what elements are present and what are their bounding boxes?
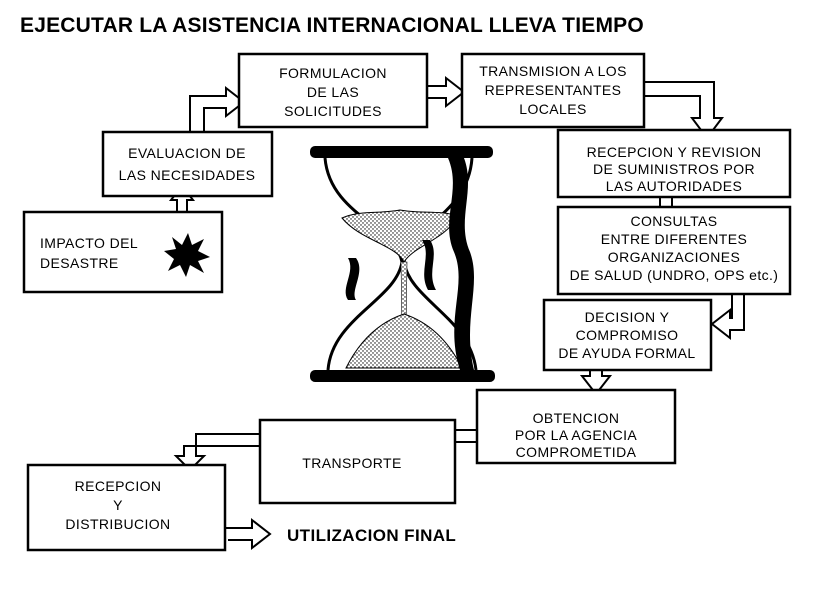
box-text-line: COMPROMISO: [576, 327, 679, 343]
box-text-line: TRANSPORTE: [302, 455, 401, 471]
box-text-line: DE SALUD (UNDRO, OPS etc.): [570, 267, 779, 283]
box-text-line: OBTENCION: [533, 410, 620, 426]
explosion-burst-icon: [164, 233, 210, 277]
box-decision-compromiso: [542, 298, 713, 372]
box-text-line: DE AYUDA FORMAL: [558, 345, 695, 361]
box-text-line: REPRESENTANTES: [485, 82, 622, 98]
box-evaluacion-necesidades: [101, 130, 274, 198]
box-text-line: COMPROMETIDA: [516, 444, 637, 460]
box-transmision-representantes: [460, 52, 646, 129]
box-recepcion-revision: [556, 128, 792, 199]
box-text-line: RECEPCION Y REVISION: [587, 144, 762, 160]
arrow-consultas-to-decision: [710, 294, 745, 341]
box-text-line: Y: [113, 497, 123, 513]
box-text-line: IMPACTO DEL: [40, 235, 138, 251]
box-text-line: EVALUACION DE: [128, 145, 246, 161]
box-text-line: DE LAS: [307, 84, 359, 100]
arrow-evaluacion-to-formulacion: [189, 85, 246, 132]
label-impacto-desastre: IMPACTO DEL DESASTRE: [40, 235, 138, 271]
box-text-line: ORGANIZACIONES: [608, 249, 740, 265]
box-transporte: [258, 418, 457, 505]
box-text-line: DISTRIBUCION: [65, 516, 170, 532]
arrow-formulacion-to-transmision: [426, 75, 466, 109]
box-text-line: TRANSMISION A LOS: [479, 63, 627, 79]
box-consultas-organizaciones: [556, 205, 792, 296]
box-text-line: RECEPCION: [75, 478, 162, 494]
box-text-line: FORMULACION: [279, 65, 387, 81]
box-text-line: LAS NECESIDADES: [119, 167, 256, 183]
label-evaluacion-necesidades: EVALUACION DE LAS NECESIDADES: [119, 145, 256, 183]
box-text-line: LAS AUTORIDADES: [606, 178, 742, 194]
box-text-line: DE SUMINISTROS POR: [593, 161, 755, 177]
label-transporte: TRANSPORTE: [302, 455, 401, 471]
box-text-line: DECISION Y: [585, 309, 670, 325]
label-decision-compromiso: DECISION Y COMPROMISO DE AYUDA FORMAL: [558, 309, 695, 361]
label-formulacion-solicitudes: FORMULACION DE LAS SOLICITUDES: [279, 65, 387, 119]
utilizacion-final-label: UTILIZACION FINAL: [287, 526, 456, 545]
label-transmision-representantes: TRANSMISION A LOS REPRESENTANTES LOCALES: [479, 63, 627, 117]
box-text-line: CONSULTAS: [630, 213, 717, 229]
hourglass-icon: [310, 146, 495, 382]
box-text-line: ENTRE DIFERENTES: [601, 231, 747, 247]
box-text-line: LOCALES: [519, 101, 586, 117]
box-recepcion-distribucion: [26, 463, 227, 552]
box-text-line: SOLICITUDES: [284, 103, 382, 119]
diagram-title: EJECUTAR LA ASISTENCIA INTERNACIONAL LLE…: [20, 14, 644, 37]
arrow-to-utilizacion-final: [219, 508, 272, 551]
box-text-line: DESASTRE: [40, 255, 119, 271]
label-recepcion-distribucion: RECEPCION Y DISTRIBUCION: [65, 478, 170, 532]
box-text-line: POR LA AGENCIA: [515, 427, 638, 443]
box-formulacion-solicitudes: [237, 52, 429, 129]
label-consultas-organizaciones: CONSULTAS ENTRE DIFERENTES ORGANIZACIONES D…: [570, 213, 779, 283]
box-obtencion-agencia: [475, 388, 677, 465]
